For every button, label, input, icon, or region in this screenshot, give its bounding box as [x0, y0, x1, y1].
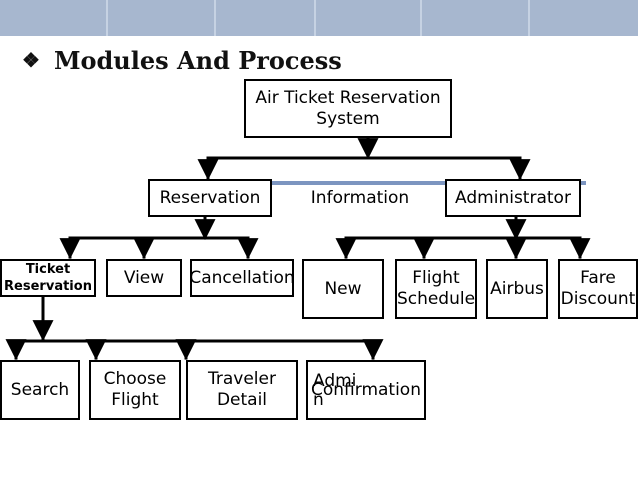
header-cell — [216, 0, 316, 36]
node-flight-schedule: Flight Schedule — [395, 259, 477, 319]
diamond-bullet-icon: ❖ — [22, 48, 40, 72]
node-fare-discount-label: Fare Discount — [560, 268, 636, 309]
node-view-label: View — [123, 267, 165, 288]
header-cell — [530, 0, 638, 36]
node-ticket-reservation: Ticket Reservation — [0, 259, 96, 297]
node-choose-flight-label: Choose Flight — [103, 369, 167, 410]
node-view: View — [106, 259, 182, 297]
header-cell — [108, 0, 216, 36]
node-new-label: New — [324, 278, 362, 299]
node-search: Search — [0, 360, 80, 420]
node-airbus-label: Airbus — [490, 278, 544, 299]
node-traveler-detail-label: Traveler Detail — [208, 369, 276, 410]
node-traveler-detail: Traveler Detail — [186, 360, 298, 420]
accent-bar — [270, 181, 586, 185]
header-cell — [0, 0, 108, 36]
node-cancellation-label: Cancellation — [189, 267, 295, 288]
node-cancellation: Cancellation — [189, 259, 295, 297]
node-administrator: Administrator — [445, 179, 581, 217]
node-ticket-reservation-label: Ticket Reservation — [4, 262, 92, 294]
node-confirmation-label: Confirmation — [311, 379, 421, 400]
header-band — [0, 0, 638, 36]
node-reservation-label: Reservation — [159, 187, 261, 208]
node-search-label: Search — [10, 379, 70, 400]
node-fare-discount: Fare Discount — [558, 259, 638, 319]
node-flight-schedule-label: Flight Schedule — [396, 268, 476, 309]
slide-title: ❖ Modules And Process — [22, 46, 342, 75]
node-root-label: Air Ticket Reservation System — [255, 87, 441, 129]
node-root: Air Ticket Reservation System — [244, 79, 452, 138]
node-reservation: Reservation — [148, 179, 272, 217]
node-admin-overlay-label: Admi n — [313, 371, 357, 410]
node-choose-flight: Choose Flight — [89, 360, 181, 420]
node-information: Information — [296, 179, 424, 217]
node-confirmation: Confirmation — [306, 360, 426, 420]
node-administrator-label: Administrator — [455, 187, 571, 208]
header-cell — [422, 0, 530, 36]
slide-title-text: Modules And Process — [53, 46, 342, 75]
node-information-label: Information — [310, 187, 410, 208]
node-new: New — [302, 259, 384, 319]
node-airbus: Airbus — [486, 259, 548, 319]
header-cell — [316, 0, 422, 36]
